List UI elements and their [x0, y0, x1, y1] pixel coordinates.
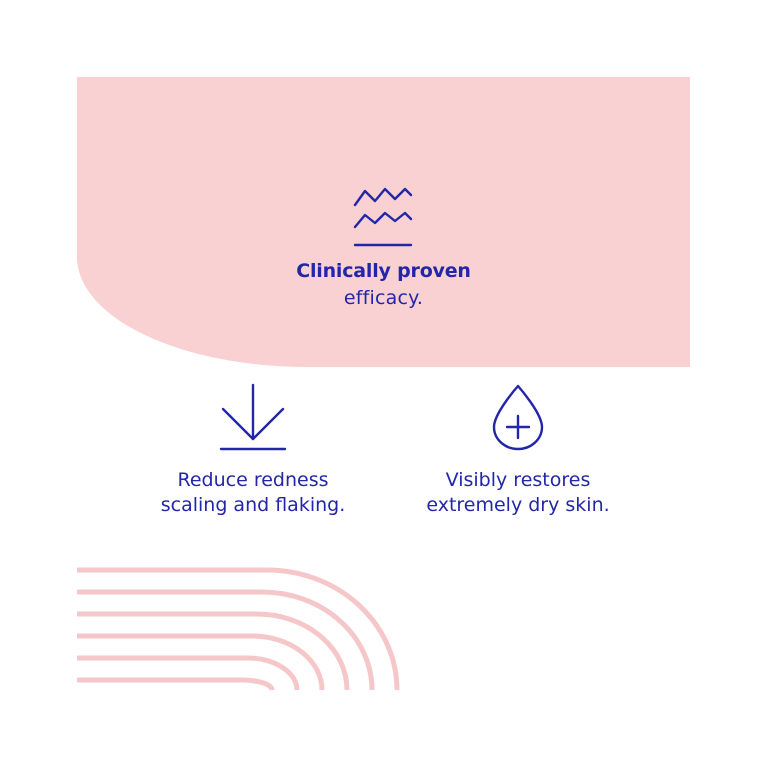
feature-text-line: Reduce redness: [177, 469, 329, 491]
arrow-down-to-line-icon: [219, 383, 287, 451]
waves-icon: [353, 187, 413, 247]
feature-text-line: scaling and flaking.: [160, 494, 346, 516]
feature-text-line: Visibly restores: [445, 469, 591, 491]
feature-reduce-redness: Reduce redness scaling and flaking.: [108, 468, 398, 518]
feature-text-line: extremely dry skin.: [426, 494, 610, 516]
drop-plus-icon: [492, 384, 544, 451]
hero-subtitle: efficacy.: [343, 287, 424, 309]
decorative-arc-lines: [77, 567, 400, 690]
pink-background-shape: [77, 77, 690, 367]
hero-title: Clinically proven: [296, 260, 471, 282]
benefits-card: Clinically proven efficacy. Reduce redne…: [77, 77, 690, 690]
feature-restores-skin: Visibly restores extremely dry skin.: [373, 468, 663, 518]
